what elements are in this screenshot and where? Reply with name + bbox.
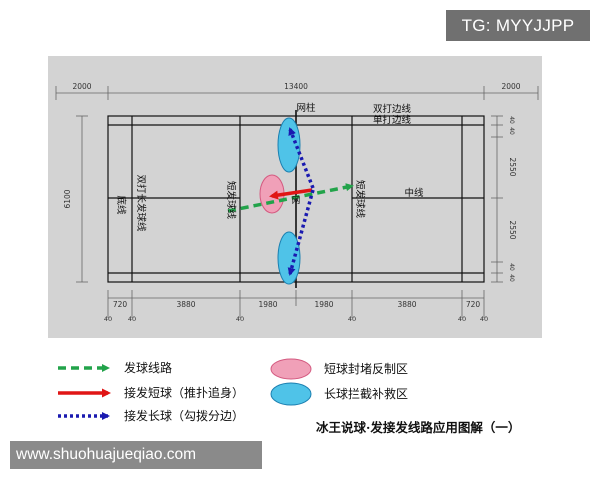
baseline-label: 底线 [115, 195, 127, 215]
caption: 冰王说球·发接发线路应用图解（一） [316, 420, 520, 435]
center-line-label: 中线 [404, 187, 424, 199]
dim-top-left: 2000 [72, 82, 91, 91]
dim-right-small: 40 [508, 274, 515, 282]
net-label: 网 [292, 196, 301, 206]
legend-pink-swatch [270, 358, 312, 380]
dim-bottom: 3880 [397, 300, 416, 309]
legend-blue-swatch [270, 382, 312, 406]
short-service-line-label-left: 短发球线 [225, 181, 237, 220]
receive-short-arrow [269, 188, 313, 200]
dim-bottom-small: 40 [458, 315, 466, 323]
dim-bottom: 720 [113, 300, 128, 309]
dim-right-small: 40 [508, 263, 515, 271]
receive-long-arrow-top [288, 127, 315, 189]
dim-bottom-small: 40 [480, 315, 488, 323]
legend: 发球线路 接发短球（推扑追身） 接发长球（勾拨分边） 短球封堵反制区 长球拦截补… [58, 358, 408, 423]
dim-bottom-small: 40 [348, 315, 356, 323]
dim-bottom: 3880 [176, 300, 195, 309]
dim-bottom: 1980 [314, 300, 333, 309]
site-watermark: www.shuohuajueqiao.com [10, 441, 262, 469]
dim-bottom: 720 [466, 300, 481, 309]
dim-left: 6100 [63, 189, 72, 208]
short-service-line-label-right: 短发球线 [354, 180, 366, 219]
dim-right-small: 40 [508, 116, 515, 124]
singles-sideline-label: 单打边线 [373, 114, 412, 126]
tg-watermark: TG: MYYJJPP [446, 10, 590, 41]
blue-zone-ellipse-bottom [277, 231, 301, 285]
legend-pink-label: 短球封堵反制区 [324, 362, 408, 376]
dimension-lines [55, 86, 539, 318]
dim-bottom-small: 40 [236, 315, 244, 323]
serve-path-arrow [227, 183, 354, 213]
dim-right-small: 40 [508, 127, 515, 135]
net-post-label: 网柱 [296, 102, 316, 114]
dim-bottom-small: 40 [128, 315, 136, 323]
receive-long-arrow-bottom [287, 189, 315, 276]
doubles-sideline-label: 双打边线 [373, 103, 412, 115]
legend-serve-label: 发球线路 [124, 360, 172, 375]
dim-right-top: 2550 [508, 157, 517, 176]
legend-short-label: 接发短球（推扑追身） [124, 385, 244, 400]
dim-bottom: 1980 [258, 300, 277, 309]
legend-blue-label: 长球拦截补救区 [324, 386, 408, 401]
dim-top-center: 13400 [284, 82, 308, 91]
dim-right-bottom: 2550 [508, 220, 517, 239]
dim-bottom-small: 40 [104, 315, 112, 323]
doubles-long-service-line-label: 双打长发球线 [135, 174, 147, 232]
legend-long-label: 接发长球（勾拨分边） [124, 408, 244, 423]
dim-top-right: 2000 [501, 82, 520, 91]
blue-zone-ellipse-top [277, 117, 301, 173]
